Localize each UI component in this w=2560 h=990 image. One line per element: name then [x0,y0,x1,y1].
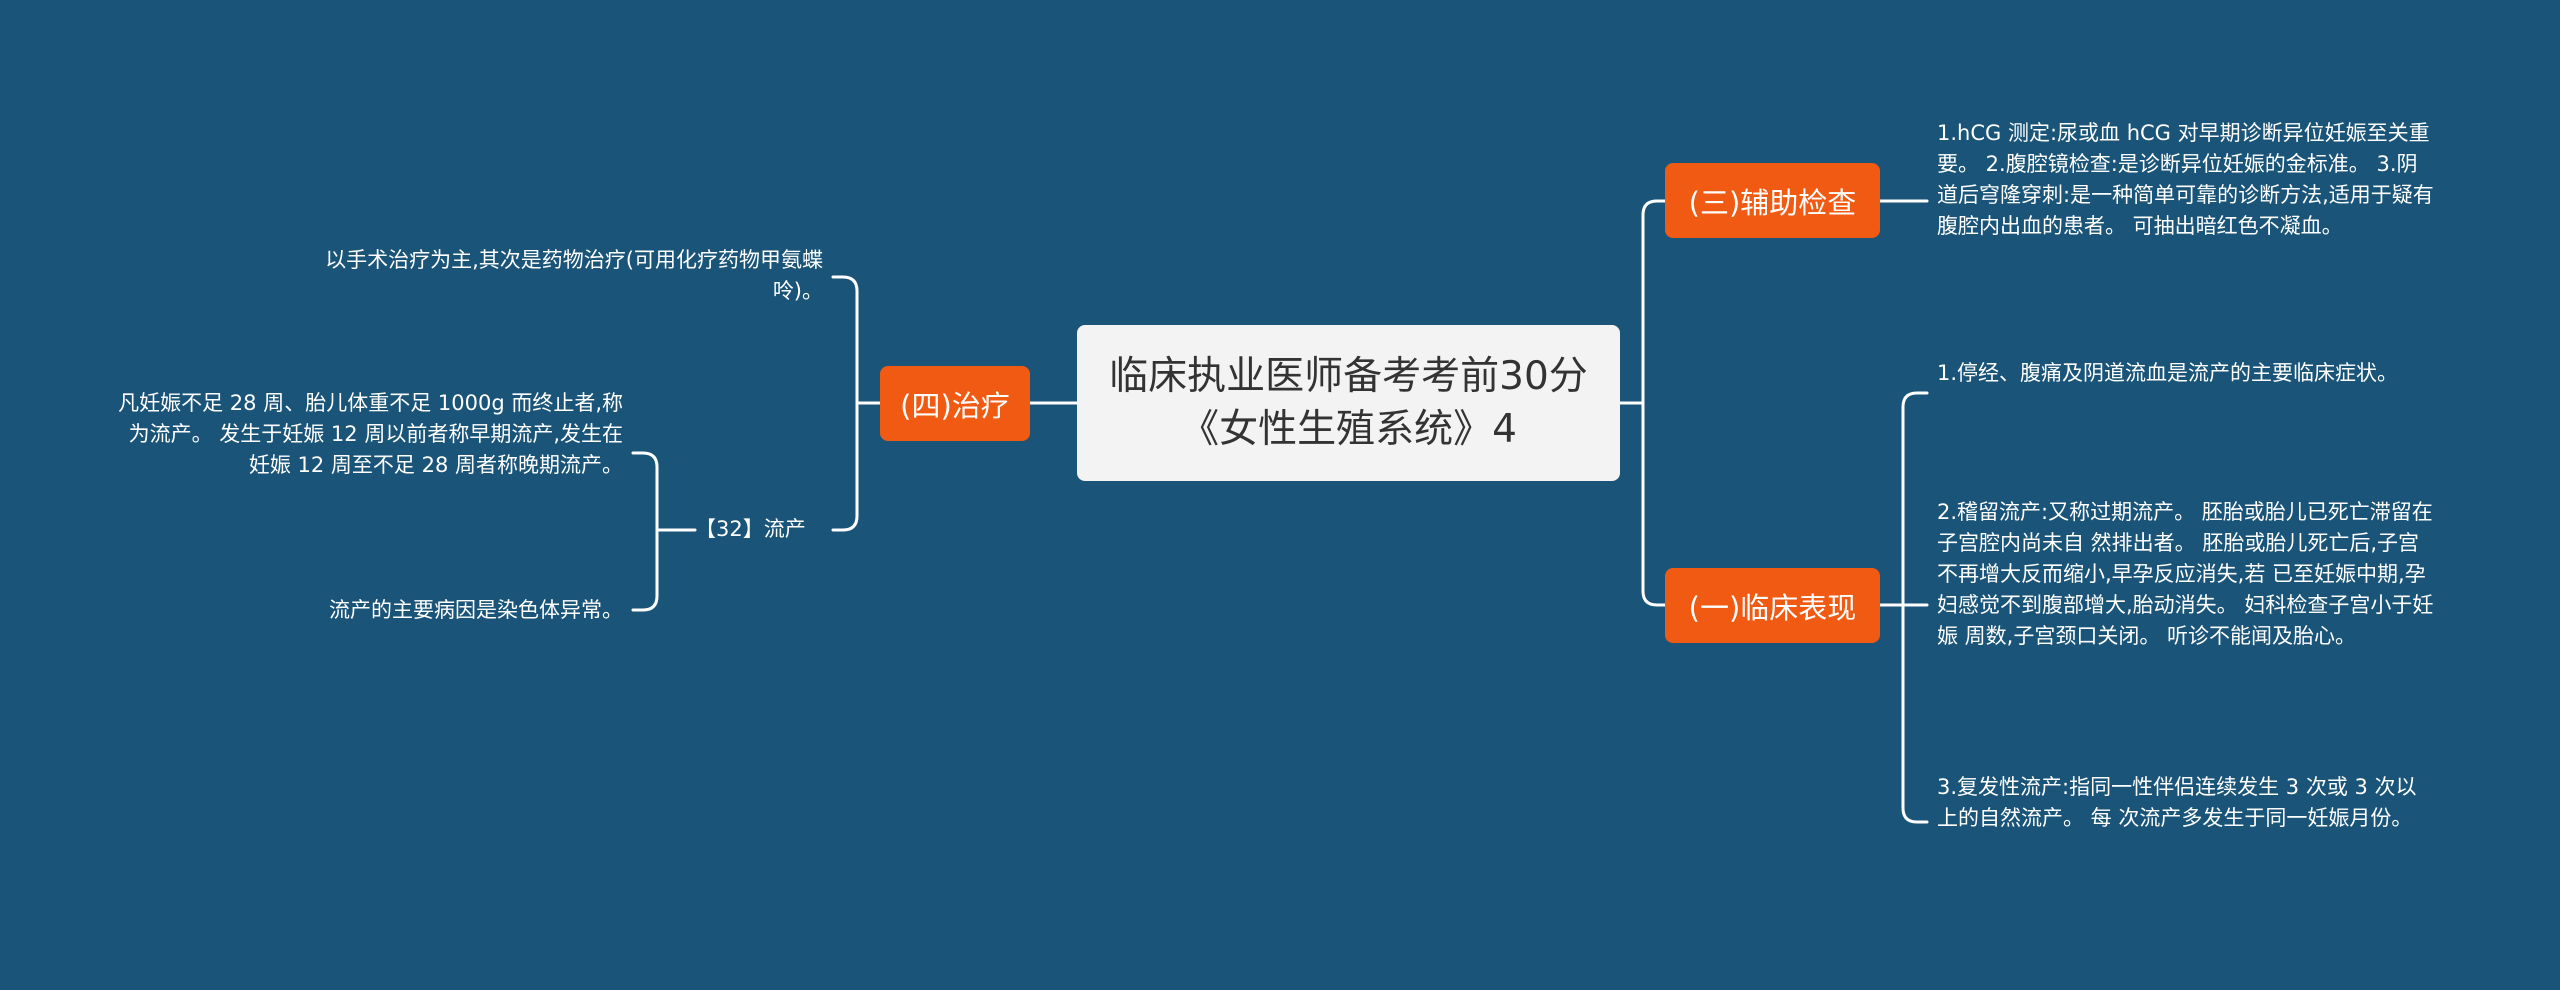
branch-treatment-label: (四)治疗 [900,388,1010,423]
leaf-clinical-3-text: 3.复发性流产:指同一性伴侣连续发生 3 次或 3 次以上的自然流产。 每 次流… [1937,775,2417,830]
branch-treatment[interactable]: (四)治疗 [880,366,1030,441]
branch-clinical-label: (一)临床表现 [1688,590,1857,625]
root-topic[interactable]: 临床执业医师备考考前30分《女性生殖系统》4 [1077,325,1620,481]
link-sub-to-leaf-1 [631,451,659,532]
link-root-to-clinical [1641,401,1667,607]
root-topic-title: 临床执业医师备考考前30分《女性生殖系统》4 [1109,354,1588,452]
branch-aux-exam-label: (三)辅助检查 [1688,185,1857,220]
leaf-aux-exam-1: 1.hCG 测定:尿或血 hCG 对早期诊断异位妊娠至关重要。 2.腹腔镜检查:… [1937,118,2437,242]
leaf-abortion-2-text: 流产的主要病因是染色体异常。 [329,598,623,622]
leaf-treatment-1: 以手术治疗为主,其次是药物治疗(可用化疗药物甲氨蝶呤)。 [318,245,823,307]
leaf-clinical-3: 3.复发性流产:指同一性伴侣连续发生 3 次或 3 次以上的自然流产。 每 次流… [1937,772,2437,834]
branch-clinical[interactable]: (一)临床表现 [1665,568,1880,643]
sub-branch-abortion[interactable]: 【32】流产 [695,514,806,545]
link-clinical-to-leaf-1 [1901,391,1929,607]
leaf-abortion-1-text: 凡妊娠不足 28 周、胎儿体重不足 1000g 而终止者,称为流产。 发生于妊娠… [118,391,623,477]
link-treatment-to-leaf [831,275,859,405]
branch-aux-exam[interactable]: (三)辅助检查 [1665,163,1880,238]
sub-branch-abortion-label: 【32】流产 [695,517,806,541]
leaf-abortion-2: 流产的主要病因是染色体异常。 [113,595,623,626]
leaf-clinical-1: 1.停经、腹痛及阴道流血是流产的主要临床症状。 [1937,358,2437,389]
link-treatment-to-sub [831,401,859,532]
leaf-clinical-2-text: 2.稽留流产:又称过期流产。 胚胎或胎儿已死亡滞留在子宫腔内尚未自 然排出者。 … [1937,500,2434,648]
leaf-aux-exam-1-text: 1.hCG 测定:尿或血 hCG 对早期诊断异位妊娠至关重要。 2.腹腔镜检查:… [1937,121,2434,238]
leaf-abortion-1: 凡妊娠不足 28 周、胎儿体重不足 1000g 而终止者,称为流产。 发生于妊娠… [113,388,623,481]
leaf-clinical-1-text: 1.停经、腹痛及阴道流血是流产的主要临床症状。 [1937,361,2399,385]
leaf-clinical-2: 2.稽留流产:又称过期流产。 胚胎或胎儿已死亡滞留在子宫腔内尚未自 然排出者。 … [1937,497,2437,652]
link-root-to-aux-exam [1641,199,1667,405]
link-sub-to-leaf-2 [631,528,659,612]
link-clinical-to-leaf-3 [1901,603,1929,824]
leaf-treatment-1-text: 以手术治疗为主,其次是药物治疗(可用化疗药物甲氨蝶呤)。 [325,248,823,303]
